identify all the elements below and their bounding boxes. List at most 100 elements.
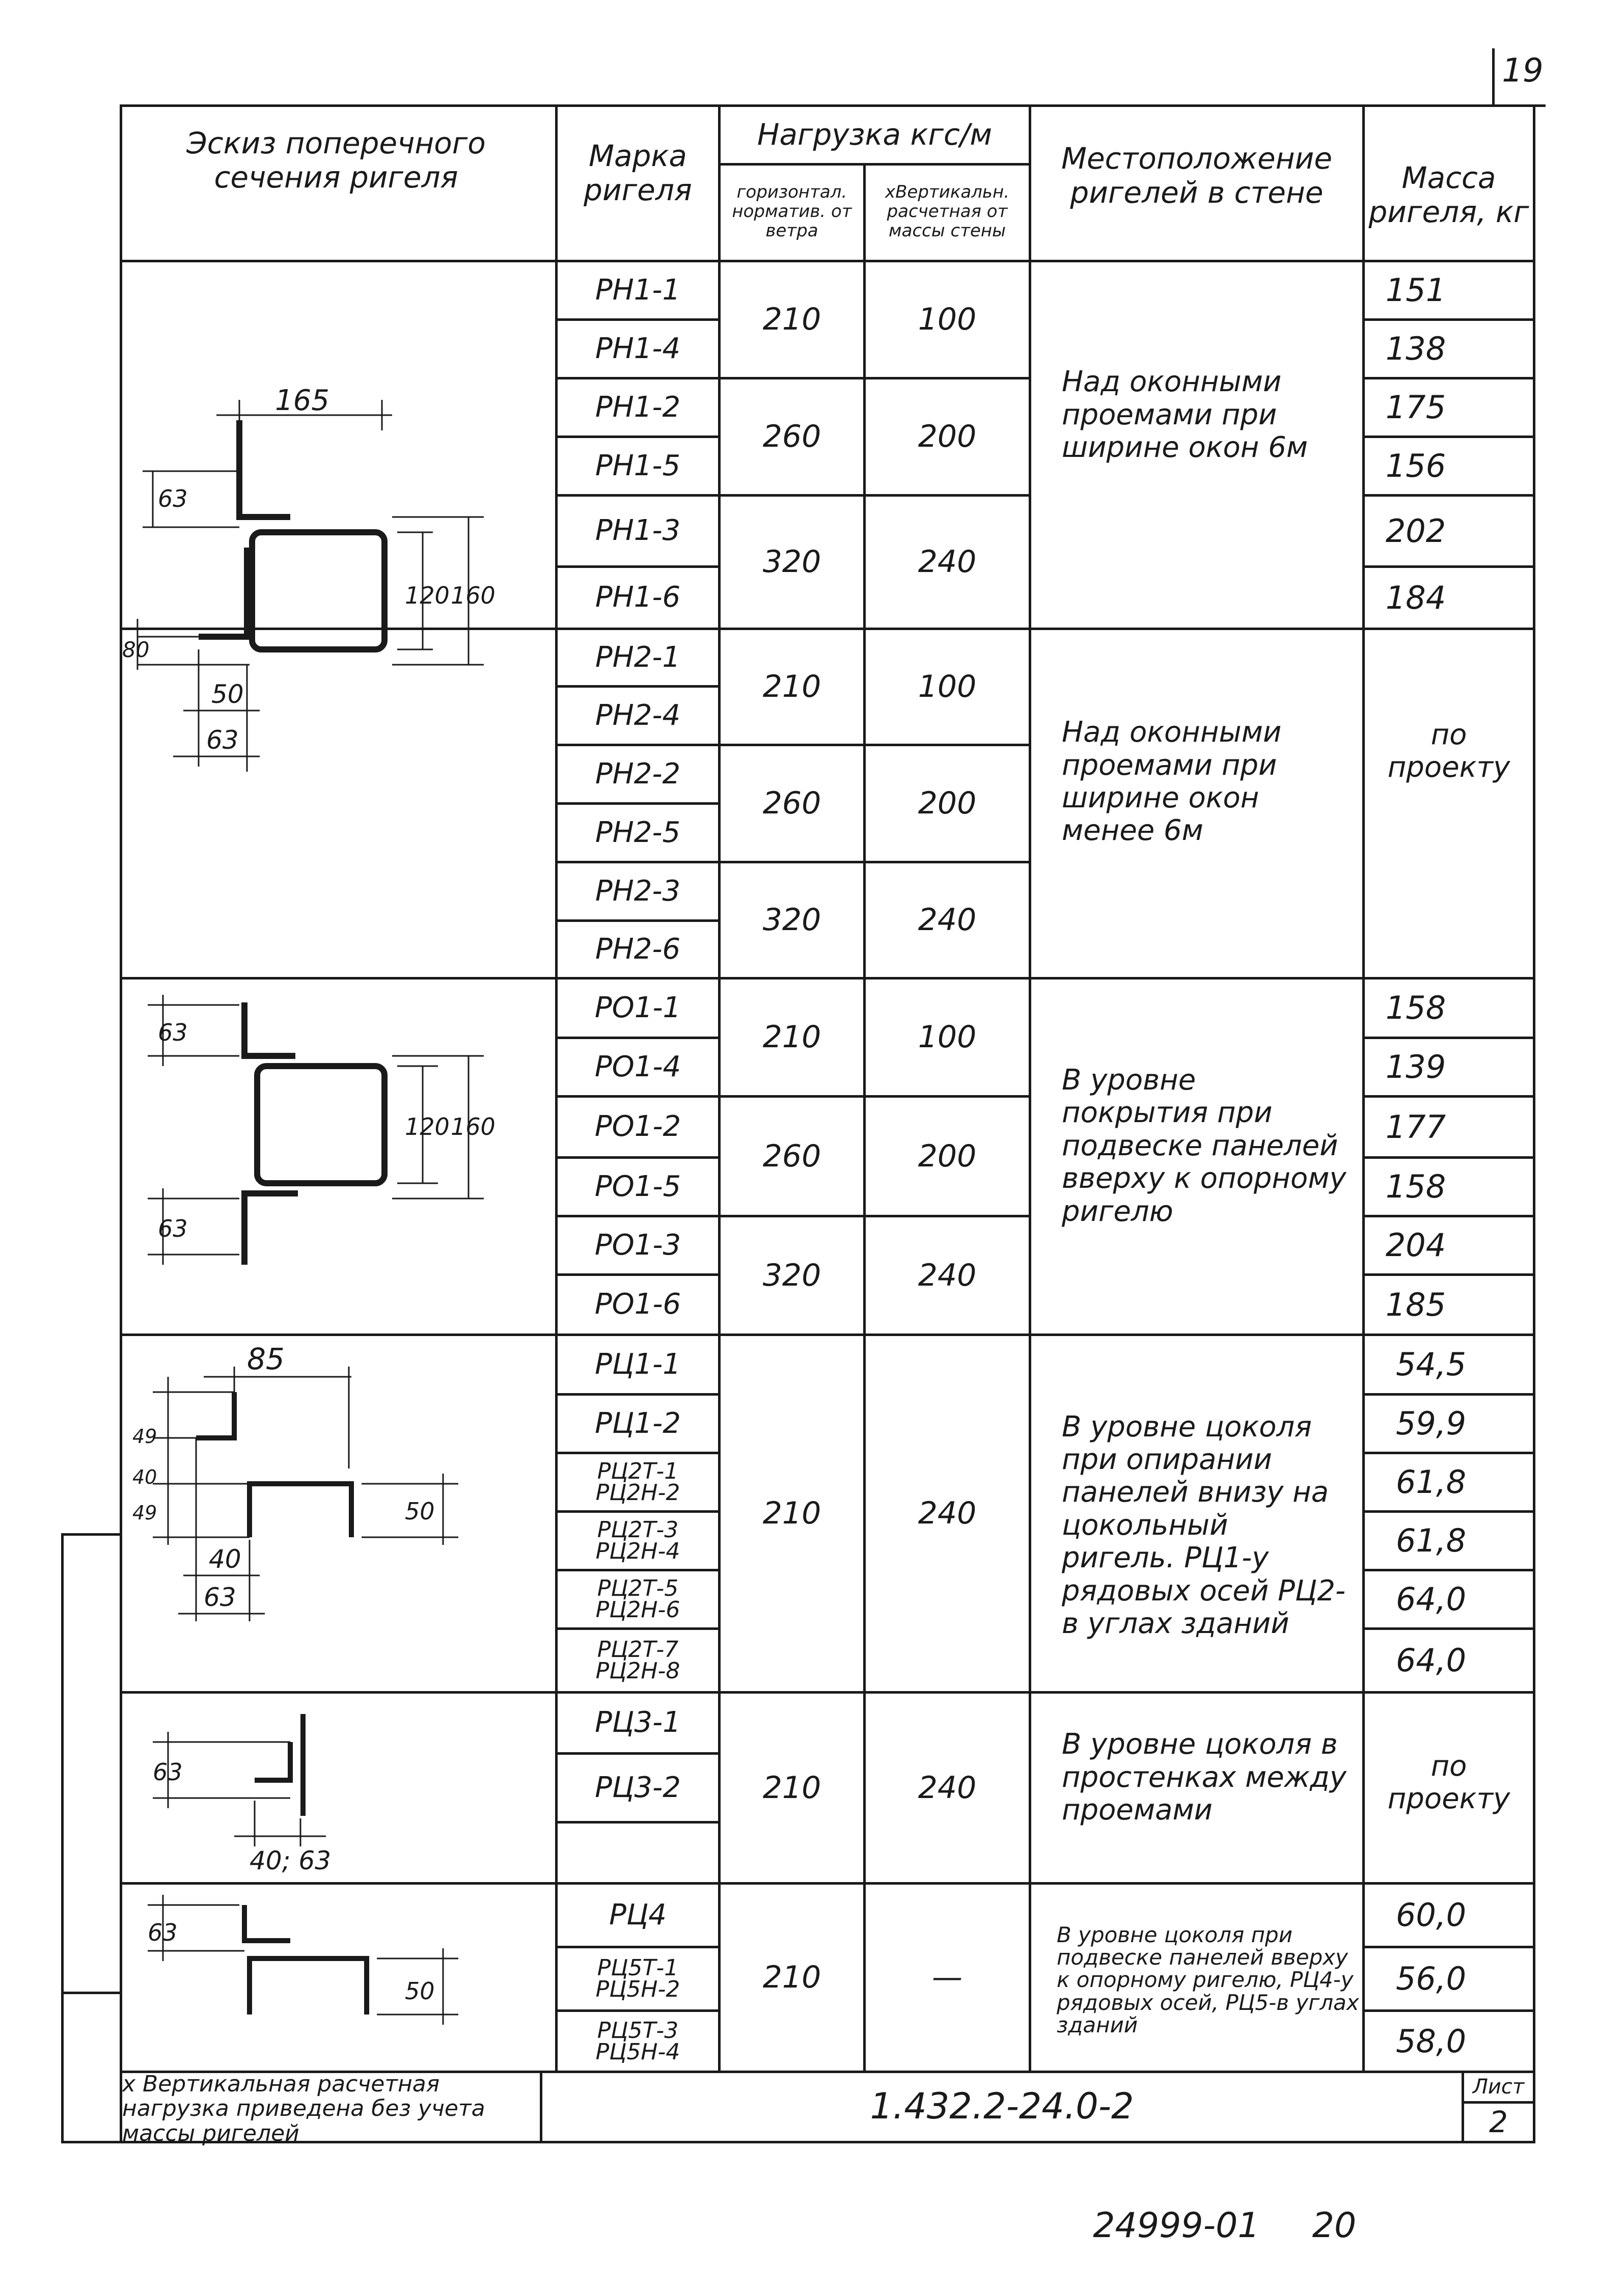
mark-rn1-1: РН1-1 [595,273,681,307]
dim-ro-h2: 160 [451,1113,496,1140]
dim-rn-width: 165 [275,384,329,417]
load-h-ro1-1: 210 [762,1019,821,1055]
archive-number: 24999-01 [1093,2206,1260,2246]
mark-ro1-5: РО1-5 [594,1169,681,1203]
mass-ro1-6: 185 [1385,1286,1446,1323]
dim-rc1-width: 85 [247,1342,285,1376]
load-h-ro1-2: 260 [762,1138,821,1174]
dim-rn-d1: 50 [211,679,244,709]
footnote: x Вертикальная расчетная нагрузка привед… [122,2071,485,2146]
mark-rn2-1: РН2-1 [595,640,681,674]
mass-rc2-5: 64,0 [1395,1581,1467,1618]
mark-rc2n-8: РЦ2Н-8 [595,1658,680,1684]
sketch-ro-section: 63 120 160 63 [148,995,496,1265]
mass-rn1-3: 202 [1385,512,1446,550]
sketch-rc3-section: 63 40; 63 [153,1714,331,1875]
load-v-rn2-3: 240 [918,902,977,938]
sheet-number: 2 [1489,2105,1508,2140]
header-mass: Масса ригеля, кг [1368,160,1529,229]
mass-rn1-6: 184 [1385,579,1446,616]
dim-rc1-c: 49 [132,1502,157,1524]
mass-rc2-3: 61,8 [1395,1522,1467,1560]
location-ro1: В уровне покрытия при подвеске панелей в… [1062,1064,1346,1228]
mass-rn1-2: 175 [1385,389,1446,426]
dim-rn-h2: 160 [451,582,496,609]
mark-rc5n-4: РЦ5Н-4 [595,2038,680,2065]
load-v-ro1-3: 240 [918,1257,977,1293]
mass-rc5-3: 58,0 [1395,2022,1467,2060]
header-load-h: горизонтал. норматив. от ветра [732,181,852,241]
load-h-rn2-2: 260 [762,785,821,821]
dim-rn-bot: 80 [122,637,149,662]
mass-rc3: по проекту [1387,1749,1510,1815]
mass-ro1-4: 139 [1385,1048,1446,1086]
mark-ro1-2: РО1-2 [594,1110,681,1144]
mark-rn1-3: РН1-3 [595,514,681,548]
mass-ro1-3: 204 [1385,1227,1446,1264]
mark-rc2-5: РЦ2Т-5 РЦ2Н-6 [558,1571,718,1627]
sketch-rc1-section: 85 49 40 49 50 40 63 [132,1342,458,1621]
dim-rc3-top: 63 [153,1758,183,1786]
dim-rn-top: 63 [158,485,188,512]
load-h-rc1: 210 [762,1495,821,1531]
mark-rc2t-7: РЦ2Т-7 [597,1637,679,1663]
dim-ro-top: 63 [158,1019,188,1046]
mark-rc5t-3: РЦ5Т-3 [597,2017,679,2044]
mark-rn2-2: РН2-2 [595,757,681,791]
mark-rn1-5: РН1-5 [595,449,681,482]
dim-ro-bot: 63 [158,1215,188,1242]
mass-rc1-1: 54,5 [1395,1346,1467,1383]
mark-ro1-1: РО1-1 [594,991,681,1024]
load-v-rn2-2: 200 [918,785,977,821]
load-h-rn1-3: 320 [762,544,821,580]
load-v-rc1: 240 [918,1495,977,1531]
load-h-rn1-1: 210 [762,302,821,337]
load-h-rc3: 210 [762,1770,821,1806]
mark-rn2-3: РН2-3 [595,874,681,908]
mark-ro1-3: РО1-3 [594,1228,681,1262]
location-rn1: Над оконными проемами при ширине окон 6м [1062,365,1308,465]
mark-rc3-1: РЦ3-1 [595,1706,681,1739]
dim-ro-h1: 120 [405,1113,450,1140]
dim-rc4-side: 50 [405,1977,435,2005]
mark-rc2n-4: РЦ2Н-4 [595,1538,680,1564]
header-load: Нагрузка кгс/м [757,117,993,152]
document-code: 1.432.2-24.0-2 [870,2085,1134,2127]
dim-rc1-a: 49 [132,1425,157,1448]
dim-rn-d2: 63 [206,725,239,755]
mass-ro1-2: 177 [1385,1108,1446,1146]
mass-rc5-1: 56,0 [1395,1960,1467,1998]
sheet-label: Лист [1472,2075,1525,2099]
mark-rc2t-5: РЦ2Т-5 [597,1575,679,1602]
mass-rc1-2: 59,9 [1395,1405,1467,1443]
mark-rc2-3: РЦ2Т-3 РЦ2Н-4 [558,1513,718,1569]
mark-ro1-6: РО1-6 [594,1288,681,1321]
load-h-ro1-3: 320 [762,1257,821,1293]
header-mark: Марка ригеля [584,139,692,207]
load-v-rn1-3: 240 [918,544,977,580]
dim-rc1-b: 40 [132,1466,157,1488]
mass-ro1-1: 158 [1385,989,1446,1027]
location-rc4: В уровне цоколя при подвеске панелей вве… [1057,1922,1359,2037]
header-location: Местоположение ригелей в стене [1061,141,1333,210]
load-v-ro1-2: 200 [918,1138,977,1174]
mark-rc2t-1: РЦ2Т-1 [597,1458,679,1485]
page-number: 19 [1502,52,1544,90]
location-rc1: В уровне цоколя при опирании панелей вни… [1062,1410,1346,1640]
mark-rn1-2: РН1-2 [595,390,681,424]
dim-rc1-d1: 40 [209,1544,241,1574]
archive-page: 20 [1312,2206,1357,2246]
mark-rn1-4: РН1-4 [595,332,681,365]
mark-rc1-1: РЦ1-1 [595,1347,681,1381]
mark-rc2n-2: РЦ2Н-2 [595,1480,680,1506]
mark-rc4: РЦ4 [609,1898,667,1931]
mark-ro1-4: РО1-4 [594,1050,681,1083]
header-sketch: Эскиз поперечного сечения ригеля [186,126,486,195]
mass-rn1-4: 138 [1385,330,1446,368]
location-rc3: В уровне цоколя в простенках между проем… [1062,1728,1346,1827]
dim-rn-h1: 120 [405,582,450,609]
mass-rn1-5: 156 [1385,447,1446,485]
mark-rc2-7: РЦ2Т-7 РЦ2Н-8 [558,1630,718,1691]
header-load-v: xВертикальн. расчетная от массы стены [885,181,1010,241]
mark-rc2-1: РЦ2Т-1 РЦ2Н-2 [558,1454,718,1510]
